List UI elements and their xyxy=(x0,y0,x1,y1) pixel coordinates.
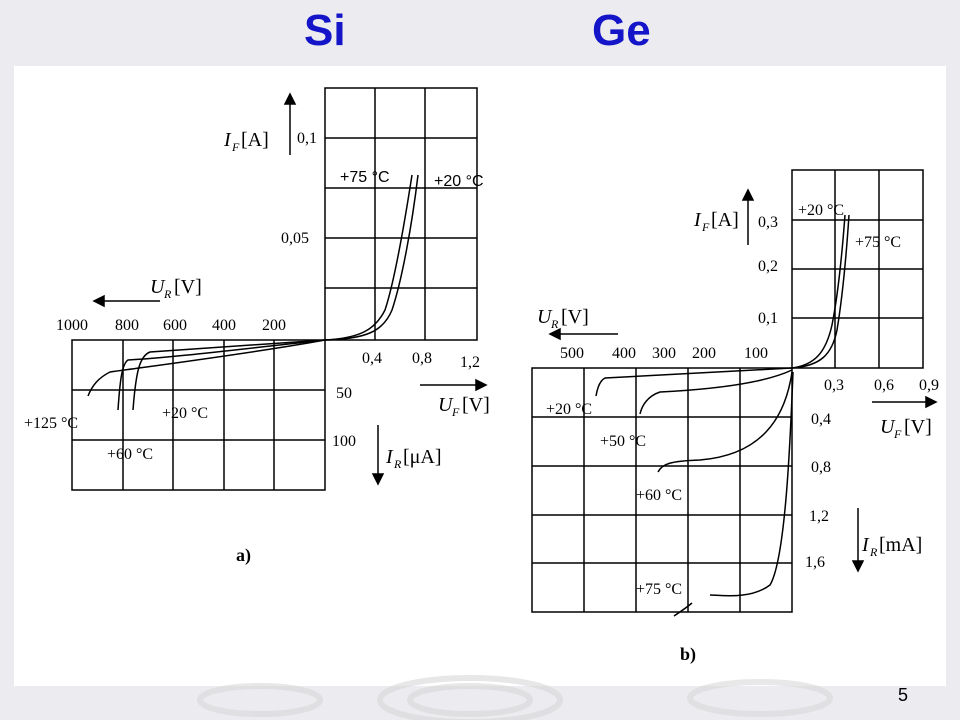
label-a-if-sub: F xyxy=(231,140,240,154)
temp-a-reverse-125: +125 °C xyxy=(24,415,78,432)
tick-a-if-1: 0,05 xyxy=(281,230,309,247)
arrow-a-ir-head xyxy=(371,473,385,486)
temp-a-forward-75: +75 °C xyxy=(340,169,390,186)
tick-b-ir-3: 1,6 xyxy=(805,554,825,571)
title-si: Si xyxy=(304,6,346,55)
label-b-ur-sub: R xyxy=(550,317,559,331)
tick-a-ur-2: 600 xyxy=(163,317,187,334)
arrow-a-if-head xyxy=(283,92,297,105)
tick-b-uf-2: 0,9 xyxy=(919,377,939,394)
curve-b-reverse-20 xyxy=(595,367,793,397)
temp-b-reverse-60: +60 °C xyxy=(636,487,682,504)
curve-b-reverse-50 xyxy=(639,369,793,415)
tick-a-uf-2: 1,2 xyxy=(460,354,480,371)
tick-b-ur-4: 100 xyxy=(744,345,768,362)
label-a-ir-sub: R xyxy=(393,457,402,471)
label-a-uf-sym: U xyxy=(438,394,454,416)
grid-b-forward xyxy=(791,169,924,369)
tick-b-ir-2: 1,2 xyxy=(809,508,829,525)
label-a-ir-sym: I xyxy=(385,446,394,468)
diagram-a-labels: I F [A] U R [V] U F [V] I R [μA] 0,1 0,0… xyxy=(24,129,490,566)
temp-b-reverse-75: +75 °C xyxy=(636,581,682,598)
label-b-ir-sub: R xyxy=(869,545,878,559)
tick-a-ur-0: 1000 xyxy=(56,317,88,334)
title-ge: Ge xyxy=(592,6,651,55)
temp-b-forward-75: +75 °C xyxy=(855,234,901,251)
tick-b-if-0: 0,3 xyxy=(758,214,778,231)
label-b-if-sym: I xyxy=(693,209,702,231)
label-a-if-unit: [A] xyxy=(241,129,269,151)
decorative-swirl xyxy=(197,675,833,720)
tick-b-ur-2: 300 xyxy=(652,345,676,362)
curve-b-reverse-75-tail xyxy=(673,602,693,617)
arrow-a-uf-head xyxy=(475,378,488,392)
curve-a-reverse-60 xyxy=(117,339,326,411)
temp-b-reverse-20: +20 °C xyxy=(546,401,592,418)
tick-b-if-1: 0,2 xyxy=(758,258,778,275)
label-b-uf-sub: F xyxy=(893,427,902,441)
label-b-if-unit: [A] xyxy=(711,209,739,231)
temp-a-reverse-60: +60 °C xyxy=(107,446,153,463)
tick-a-ur-3: 400 xyxy=(212,317,236,334)
caption-b: b) xyxy=(680,644,696,665)
page-number: 5 xyxy=(897,685,908,705)
grid-b-reverse xyxy=(531,367,793,613)
arrow-b-if-head xyxy=(741,188,755,201)
tick-b-uf-1: 0,6 xyxy=(874,377,894,394)
label-b-if-sub: F xyxy=(701,220,710,234)
label-a-ur-unit: [V] xyxy=(174,276,202,298)
diagram-a xyxy=(71,87,488,491)
label-b-ir-sym: I xyxy=(861,534,870,556)
grid-a-forward xyxy=(324,87,478,341)
temp-a-reverse-20: +20 °C xyxy=(162,405,208,422)
tick-a-if-0: 0,1 xyxy=(297,130,317,147)
temp-a-forward-20: +20 °C xyxy=(434,173,484,190)
label-a-uf-unit: [V] xyxy=(462,394,490,416)
label-b-ur-sym: U xyxy=(537,306,553,328)
arrow-a-ur-head xyxy=(92,294,105,308)
tick-a-uf-1: 0,8 xyxy=(412,350,432,367)
tick-b-ur-3: 200 xyxy=(692,345,716,362)
label-b-uf-sym: U xyxy=(880,416,896,438)
tick-b-if-2: 0,1 xyxy=(758,310,778,327)
tick-b-ir-1: 0,8 xyxy=(811,459,831,476)
label-a-ur-sub: R xyxy=(163,287,172,301)
label-b-ir-unit: [mA] xyxy=(879,534,922,556)
caption-a: a) xyxy=(236,545,251,566)
label-a-ir-unit: [μA] xyxy=(403,446,442,468)
grid-a-reverse xyxy=(71,339,326,491)
tick-a-ur-4: 200 xyxy=(262,317,286,334)
tick-b-ur-0: 500 xyxy=(560,345,584,362)
curve-a-forward-75 xyxy=(324,174,413,341)
arrow-b-ir-head xyxy=(851,560,865,573)
label-b-ur-unit: [V] xyxy=(561,306,589,328)
temp-b-forward-20: +20 °C xyxy=(798,202,844,219)
curve-b-reverse-60 xyxy=(657,371,793,473)
label-b-uf-unit: [V] xyxy=(904,416,932,438)
tick-b-ir-0: 0,4 xyxy=(811,411,831,428)
label-a-ur-sym: U xyxy=(150,276,166,298)
diagram-b xyxy=(531,169,938,617)
diagram-b-labels: I F [A] U R [V] U F [V] I R [mA] 0,3 0,2… xyxy=(537,202,939,665)
tick-b-uf-0: 0,3 xyxy=(824,377,844,394)
curve-a-forward-20 xyxy=(324,174,419,341)
tick-a-uf-0: 0,4 xyxy=(362,350,382,367)
tick-a-ir-0: 50 xyxy=(336,385,352,402)
curve-b-forward-20 xyxy=(791,214,850,369)
arrow-b-uf-head xyxy=(925,395,938,409)
tick-a-ur-1: 800 xyxy=(115,317,139,334)
label-a-uf-sub: F xyxy=(451,405,460,419)
curve-b-forward-75 xyxy=(791,214,846,369)
label-a-if-sym: I xyxy=(223,129,232,151)
curve-a-reverse-125 xyxy=(87,339,326,397)
temp-b-reverse-50: +50 °C xyxy=(600,433,646,450)
arrow-b-ur-head xyxy=(548,327,561,341)
tick-a-ir-1: 100 xyxy=(332,433,356,450)
curve-a-reverse-20 xyxy=(132,339,326,411)
curve-b-reverse-75 xyxy=(709,371,794,597)
tick-b-ur-1: 400 xyxy=(612,345,636,362)
